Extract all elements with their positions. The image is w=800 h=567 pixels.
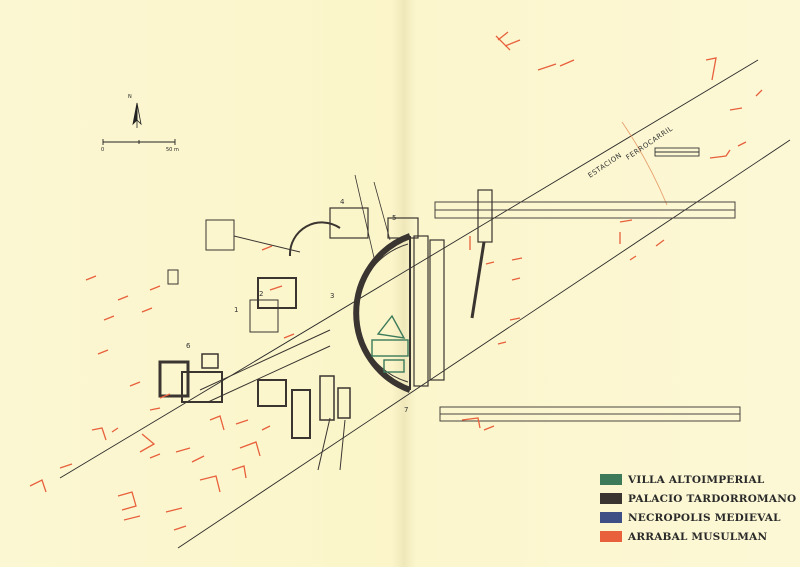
legend-item-villa: VILLA ALTOIMPERIAL: [600, 470, 795, 489]
north-label: N: [128, 94, 132, 100]
site-label-2: 2: [259, 290, 263, 298]
palacio-tardorromano: [158, 174, 493, 471]
site-label-1: 1: [234, 306, 238, 314]
map-legend: VILLA ALTOIMPERIAL PALACIO TARDORROMANO …: [600, 470, 797, 546]
lower-colonnade: [439, 406, 741, 422]
arrabal-musulman: [29, 31, 763, 531]
site-label-3: 3: [330, 292, 334, 300]
site-label-4: 4: [340, 198, 345, 206]
north-arrow: [132, 102, 142, 128]
legend-swatch-villa: [600, 474, 622, 485]
legend-swatch-palacio: [600, 493, 622, 504]
legend-item-arrabal: ARRABAL MUSULMAN: [600, 527, 795, 546]
legend-swatch-necropolis: [600, 512, 622, 523]
legend-label-villa: VILLA ALTOIMPERIAL: [628, 473, 765, 486]
legend-swatch-arrabal: [600, 531, 622, 542]
railway-station: [621, 121, 700, 206]
legend-label-palacio: PALACIO TARDORROMANO: [628, 492, 797, 505]
scale-start-label: 0: [101, 147, 104, 153]
site-label-6: 6: [186, 342, 191, 350]
legend-item-palacio: PALACIO TARDORROMANO: [600, 489, 797, 508]
railway-station-label: ESTACION: [587, 151, 624, 179]
railway-line-south: [177, 139, 791, 549]
palacio-semicircle-outer: [353, 233, 412, 393]
scale-bar: [102, 139, 176, 145]
scale-end-label: 50 m: [166, 147, 179, 153]
legend-label-arrabal: ARRABAL MUSULMAN: [628, 530, 768, 543]
legend-item-necropolis: NECROPOLIS MEDIEVAL: [600, 508, 795, 527]
site-label-7: 7: [404, 406, 408, 414]
palacio-semicircle-inner: [356, 243, 409, 383]
upper-colonnade: [434, 201, 736, 219]
site-label-5: 5: [392, 214, 396, 222]
villa-altoimperial: [371, 314, 409, 373]
legend-label-necropolis: NECROPOLIS MEDIEVAL: [628, 511, 781, 524]
